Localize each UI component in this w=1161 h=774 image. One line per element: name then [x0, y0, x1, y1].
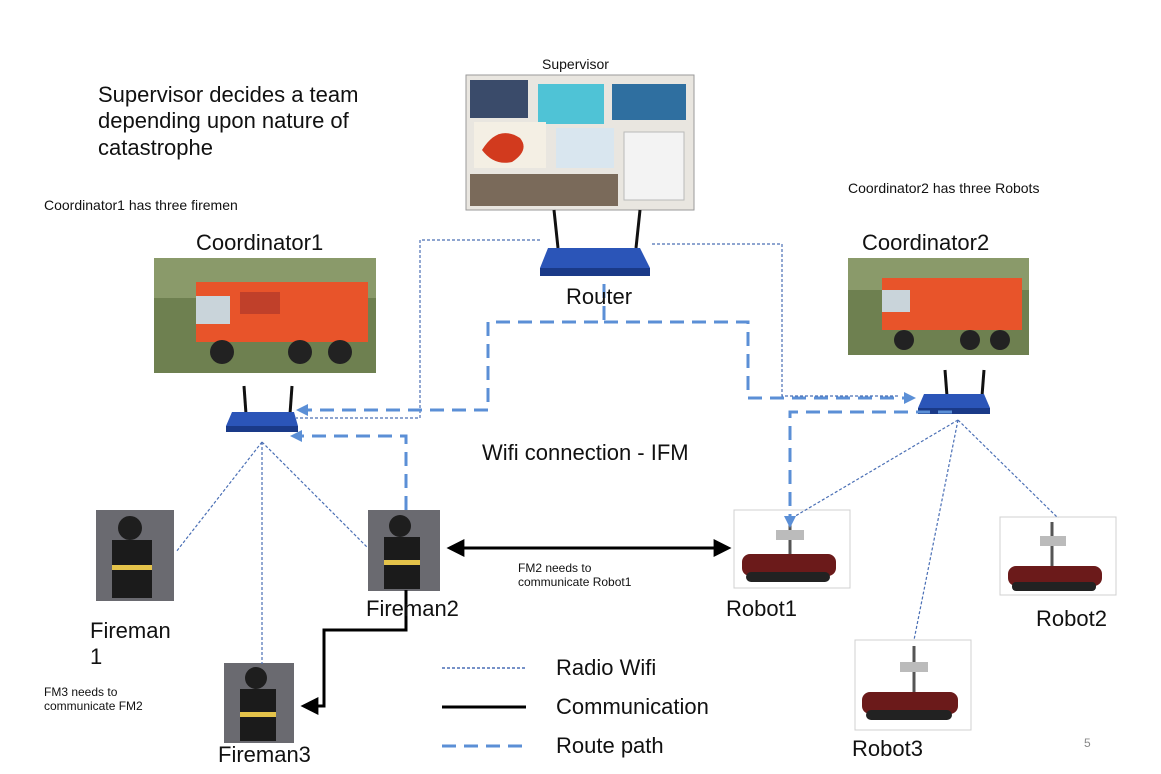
robot2-label: Robot2	[1036, 606, 1107, 631]
coordinator1-truck-image	[154, 258, 376, 373]
coordinator2-router-icon	[918, 369, 990, 414]
coordinator2-truck-image	[848, 258, 1029, 355]
fireman2-image	[368, 510, 440, 591]
robot3-label: Robot3	[852, 736, 923, 761]
main-router-icon	[540, 209, 650, 276]
supervisor-image	[465, 74, 695, 211]
robot1-label: Robot1	[726, 596, 797, 621]
route-path-arrowheads	[290, 392, 916, 528]
fireman1-label: Fireman 1	[90, 618, 171, 670]
legend-lines	[442, 667, 526, 748]
wifi-connection-label: Wifi connection - IFM	[482, 440, 689, 465]
fireman2-label: Fireman2	[366, 596, 459, 621]
legend-communication-label: Communication	[556, 694, 709, 719]
fireman3-image	[224, 663, 294, 743]
legend-radio-label: Radio Wifi	[556, 655, 657, 680]
robot3-image	[854, 639, 972, 731]
radio-wifi-lines	[175, 239, 1059, 664]
coordinator1-note: Coordinator1 has three firemen	[44, 197, 238, 213]
fireman3-label: Fireman3	[218, 742, 311, 767]
supervisor-note: Supervisor decides a team depending upon…	[98, 82, 359, 160]
communication-lines	[300, 539, 732, 715]
coordinator2-label: Coordinator2	[862, 230, 990, 255]
coordinator1-label: Coordinator1	[196, 230, 324, 255]
coordinator2-note: Coordinator2 has three Robots	[848, 180, 1040, 196]
coordinator1-router-icon	[226, 385, 298, 432]
fm2-note: FM2 needs to communicate Robot1	[518, 561, 632, 590]
legend-route-label: Route path	[556, 733, 664, 758]
supervisor-title: Supervisor	[542, 56, 609, 72]
router-label: Router	[566, 284, 633, 309]
fm3-note: FM3 needs to communicate FM2	[44, 685, 143, 714]
route-path-lines	[300, 284, 952, 518]
robot2-image	[999, 516, 1117, 596]
page-number: 5	[1084, 736, 1091, 750]
fireman1-image	[96, 510, 174, 601]
